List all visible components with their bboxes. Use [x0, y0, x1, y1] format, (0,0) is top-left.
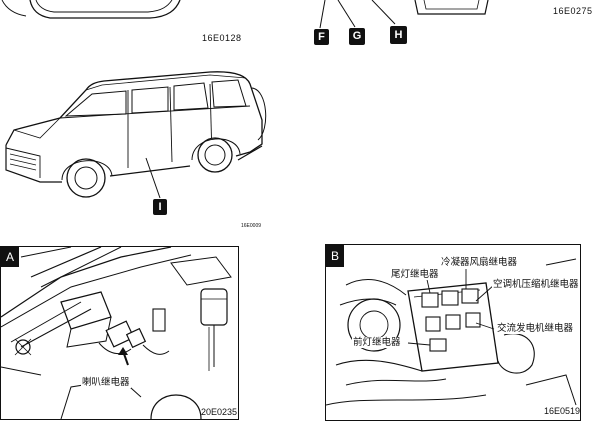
- panel-tag: B: [326, 245, 344, 267]
- panel-tag: A: [1, 247, 19, 267]
- top-right-figure: [300, 0, 605, 60]
- tail-light-relay-label: 尾灯继电器: [390, 269, 440, 280]
- callout-badge-f: F: [314, 29, 329, 45]
- fuse-location-fragment-drawing: [319, 0, 489, 29]
- relay-box-location-drawing: [326, 258, 577, 406]
- condenser-fan-relay-label: 冷凝器风扇继电器: [440, 257, 519, 268]
- panel-b: B 冷凝器风扇继电器 尾灯继电器 空调机压缩机继电器 交流发电机继电器: [325, 244, 581, 421]
- figure-code: 16E0519: [544, 406, 581, 416]
- alternator-relay-label: 交流发电机继电器: [496, 323, 575, 334]
- figure-code: 20E0235: [201, 407, 238, 417]
- callout-badge-g: G: [349, 28, 365, 45]
- horn-relay-location-drawing: [1, 247, 232, 419]
- suv-side-view-drawing: [5, 71, 267, 199]
- top-left-figure: [0, 0, 200, 60]
- ac-compressor-relay-label: 空调机压缩机继电器: [492, 279, 580, 290]
- vehicle-front-fragment-drawing: [1, 0, 181, 19]
- vehicle-figure: [0, 60, 300, 240]
- figure-code: 16E0009: [241, 223, 262, 229]
- figure-code: 16E0275: [553, 6, 593, 16]
- horn-relay-label: 喇叭继电器: [81, 377, 131, 388]
- callout-badge-h: H: [390, 26, 407, 44]
- panel-a: A 喇叭继电器 20E0235: [0, 246, 239, 420]
- headlight-relay-label: 前灯继电器: [352, 337, 402, 348]
- callout-badge-i: I: [153, 199, 167, 215]
- figure-code: 16E0128: [202, 33, 242, 43]
